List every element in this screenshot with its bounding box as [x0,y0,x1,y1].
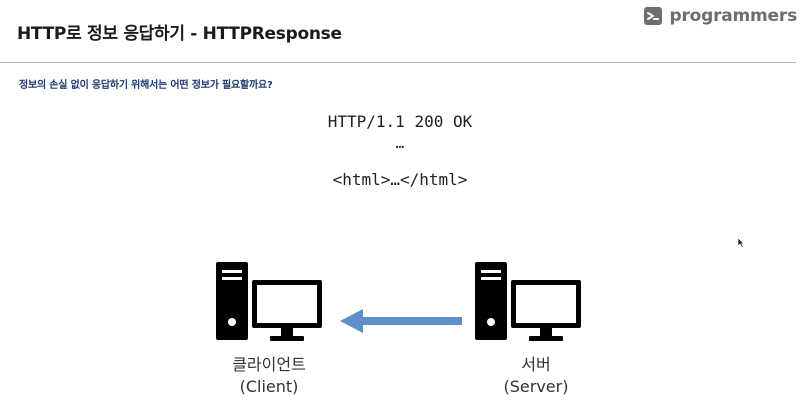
header-divider [0,62,796,63]
client-label: 클라이언트 (Client) [199,354,339,398]
slide-title: HTTP로 정보 응답하기 - HTTPResponse [17,24,342,44]
monitor-icon [511,280,581,341]
body-line: <html>…</html> [332,170,468,189]
server-computer [475,262,581,341]
arrow-left-icon [340,309,462,333]
cursor-icon [738,238,745,248]
tower-computer-icon [475,262,507,340]
programmers-logo-icon [644,7,663,25]
brand-name: programmers [669,6,797,26]
server-label: 서버 (Server) [466,354,606,398]
client-name: 클라이언트 [232,355,306,374]
server-name-en: (Server) [503,377,569,396]
monitor-icon [252,280,322,341]
programmers-logo: programmers [643,4,797,28]
server-name: 서버 [521,355,551,374]
client-name-en: (Client) [239,377,299,396]
ellipsis-line: … [395,136,405,152]
client-computer [216,262,322,341]
status-line: HTTP/1.1 200 OK [327,112,473,131]
tower-computer-icon [216,262,248,340]
question-text: 정보의 손실 없이 응답하기 위해서는 어떤 정보가 필요할까요? [19,80,273,91]
